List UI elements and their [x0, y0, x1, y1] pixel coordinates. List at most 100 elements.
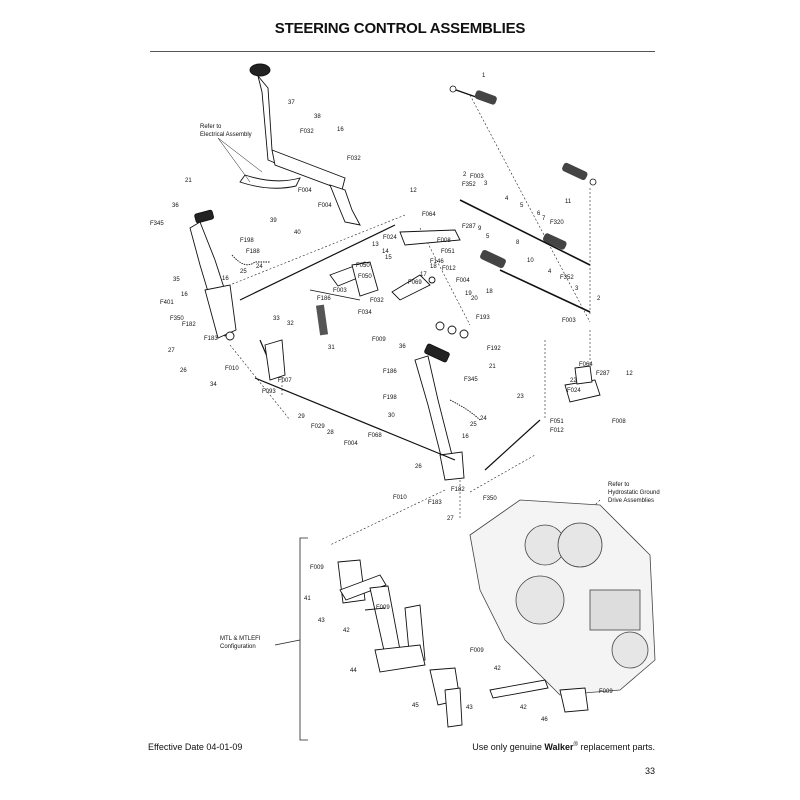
tie-rod-spring-top: [449, 85, 497, 105]
note-mtl-configuration: MTL & MTLEFI Configuration: [220, 636, 262, 650]
callout-f350: F350: [170, 316, 184, 322]
callout-f064: F064: [579, 362, 593, 368]
callout-f186: F186: [317, 296, 331, 302]
callout-f009: F009: [376, 605, 390, 611]
callout-16: 16: [181, 292, 188, 298]
callout-f003: F003: [562, 318, 576, 324]
long-rods: [254, 339, 541, 471]
callout-5: 5: [520, 203, 524, 209]
callout-f068: F068: [368, 433, 382, 439]
callout-f024: F024: [567, 388, 581, 394]
callout-f024: F024: [383, 235, 397, 241]
callout-f010: F010: [225, 366, 239, 372]
callout-f320: F320: [550, 220, 564, 226]
callout-46: 46: [541, 717, 548, 723]
callout-f401: F401: [160, 300, 174, 306]
page-number: 33: [644, 766, 655, 776]
callout-18: 18: [486, 289, 493, 295]
callout-f050: F050: [356, 263, 370, 269]
callout-10: 10: [527, 258, 534, 264]
callout-11: 11: [565, 199, 572, 205]
callout-3: 3: [484, 181, 488, 187]
effective-date: Effective Date 04-01-09: [148, 742, 243, 752]
callout-f192: F192: [487, 346, 501, 352]
callout-42: 42: [520, 705, 527, 711]
title-rule: [150, 51, 655, 52]
callout-f034: F034: [358, 310, 372, 316]
callout-f012: F012: [550, 428, 564, 434]
right-control-lever: [414, 343, 481, 481]
callout-21: 21: [489, 364, 496, 370]
callout-f193: F193: [476, 315, 490, 321]
callout-f012: F012: [442, 266, 456, 272]
callout-19: 19: [465, 291, 472, 297]
callout-25: 25: [470, 422, 477, 428]
tagline-brand: Walker: [544, 742, 574, 752]
spring-11: [562, 162, 597, 186]
callout-f146: F146: [430, 259, 444, 265]
callout-f007: F007: [278, 378, 292, 384]
callout-f009: F009: [310, 565, 324, 571]
callout-20: 20: [471, 296, 478, 302]
callout-16: 16: [337, 127, 344, 133]
right-bracket: [564, 365, 601, 403]
callout-f186: F186: [383, 369, 397, 375]
callout-39: 39: [270, 218, 277, 224]
rod-40: [239, 224, 396, 301]
callout-f069: F069: [408, 280, 422, 286]
callout-16: 16: [222, 276, 229, 282]
callout-f350: F350: [483, 496, 497, 502]
callout-30: 30: [388, 413, 395, 419]
callout-24: 24: [256, 264, 263, 270]
callout-f352: F352: [560, 275, 574, 281]
callout-5: 5: [486, 234, 490, 240]
dashed-center-lines: [229, 94, 601, 546]
callout-9: 9: [478, 226, 482, 232]
callout-15: 15: [385, 255, 392, 261]
callout-26: 26: [415, 464, 422, 470]
callout-7: 7: [542, 216, 546, 222]
callout-12: 12: [410, 188, 417, 194]
tagline-suffix: replacement parts.: [577, 742, 655, 752]
callout-2: 2: [597, 296, 601, 302]
callout-23: 23: [517, 394, 524, 400]
callout-f009: F009: [470, 648, 484, 654]
callout-f198: F198: [240, 238, 254, 244]
spring-31: [315, 304, 329, 336]
callout-43: 43: [466, 705, 473, 711]
callout-f004: F004: [298, 188, 312, 194]
callout-f183: F183: [428, 500, 442, 506]
callout-34: 34: [210, 382, 217, 388]
leader-lines-electrical: [217, 137, 263, 183]
callout-36: 36: [172, 203, 179, 209]
callout-31: 31: [328, 345, 335, 351]
callout-f064: F064: [422, 212, 436, 218]
callout-f050: F050: [358, 274, 372, 280]
callout-f287: F287: [596, 371, 610, 377]
callout-17: 17: [420, 272, 427, 278]
callout-28: 28: [327, 430, 334, 436]
callout-41: 41: [304, 596, 311, 602]
callout-22: 22: [570, 378, 577, 384]
callout-40: 40: [294, 230, 301, 236]
callout-f093: F093: [262, 389, 276, 395]
callout-f182: F182: [182, 322, 196, 328]
callout-8: 8: [516, 240, 520, 246]
callout-f009: F009: [372, 337, 386, 343]
callout-38: 38: [314, 114, 321, 120]
callout-f345: F345: [150, 221, 164, 227]
callout-f004: F004: [318, 203, 332, 209]
tagline-prefix: Use only genuine: [472, 742, 545, 752]
callout-45: 45: [412, 703, 419, 709]
callout-f008: F008: [612, 419, 626, 425]
mtl-configuration-frame: [274, 537, 308, 741]
callout-43: 43: [318, 618, 325, 624]
steering-lever-assembly: [239, 63, 361, 226]
callout-f198: F198: [383, 395, 397, 401]
callout-12: 12: [626, 371, 633, 377]
callout-36: 36: [399, 344, 406, 350]
hydrostatic-drive-unit: [469, 499, 656, 696]
callout-14: 14: [382, 249, 389, 255]
callout-f051: F051: [550, 419, 564, 425]
